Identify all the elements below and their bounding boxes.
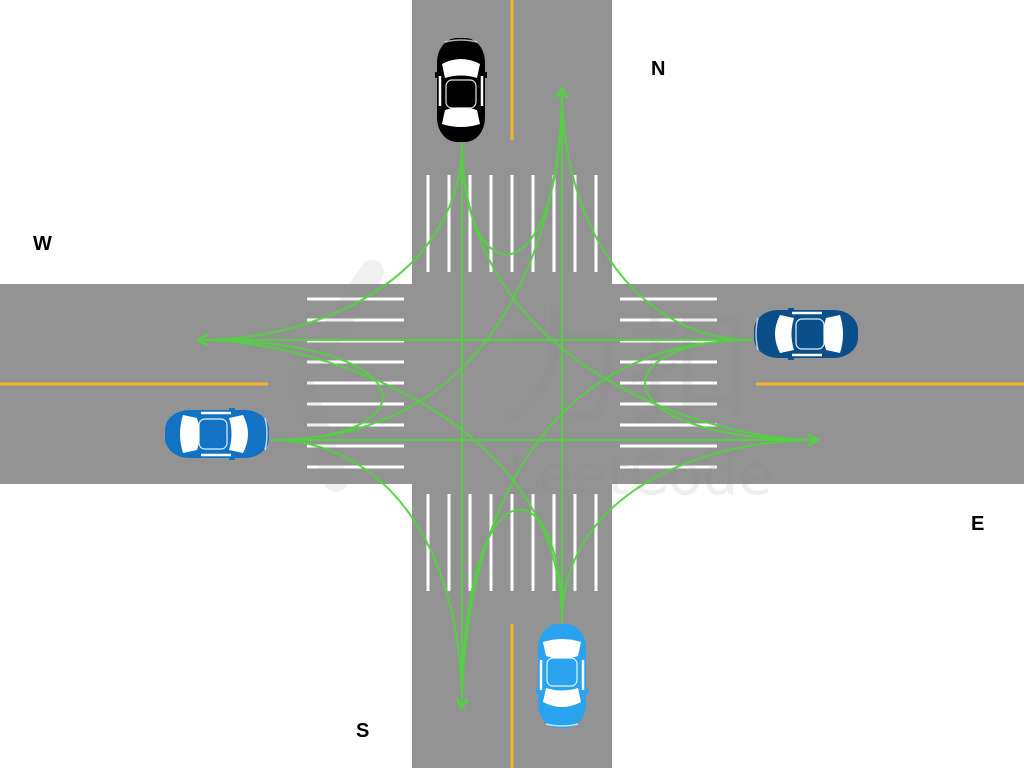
path-south-left (198, 340, 563, 623)
watermark-text: LeetCode (508, 443, 772, 508)
crosswalks (307, 175, 717, 591)
car-south (536, 622, 588, 730)
path-south-uturn (462, 508, 563, 708)
car-east (752, 308, 860, 360)
leetcode-watermark: 力扣 LeetCode (288, 260, 772, 508)
compass-south-label: S (356, 720, 370, 742)
path-west-uturn (198, 340, 384, 441)
watermark-glyph: 力扣 (498, 294, 754, 443)
path-north-right (198, 141, 463, 340)
compass-west-label: W (33, 233, 52, 255)
path-east-left (462, 339, 753, 708)
vehicle-paths (198, 88, 818, 708)
path-west-left (271, 88, 562, 441)
path-east-right (562, 88, 753, 341)
compass-north-label: N (651, 58, 666, 80)
path-west-right (271, 439, 462, 708)
path-south-right (561, 440, 818, 623)
car-north (435, 36, 487, 144)
compass-east-label: E (971, 513, 985, 535)
path-east-uturn (644, 339, 818, 440)
car-west (163, 408, 271, 460)
